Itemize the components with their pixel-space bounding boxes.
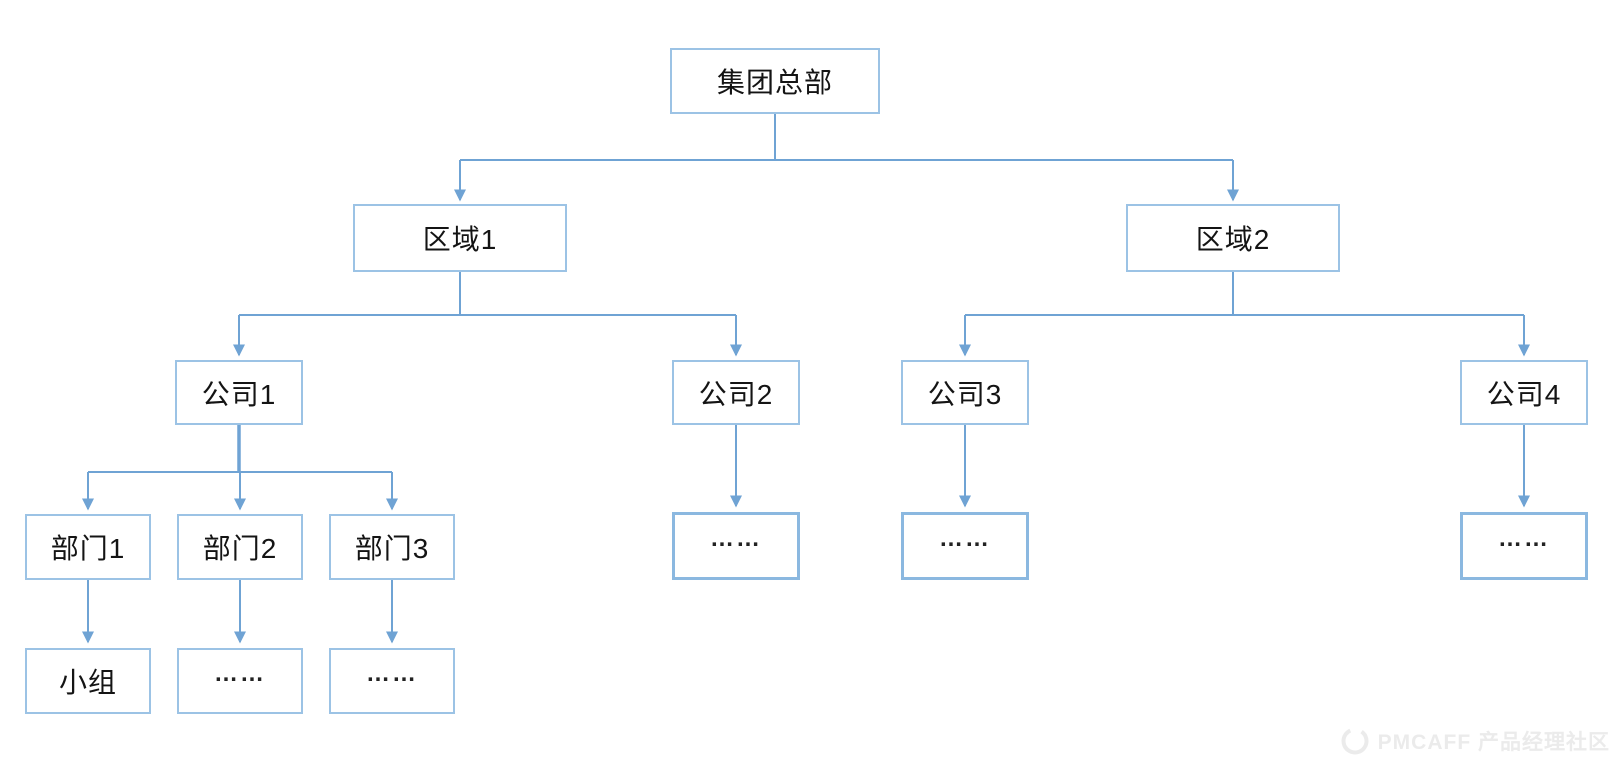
node-dept-2: 部门2 xyxy=(177,514,303,580)
node-company-4-more-label: …… xyxy=(1498,525,1550,552)
node-company-1: 公司1 xyxy=(175,360,303,425)
node-region-2-label: 区域2 xyxy=(1195,224,1271,255)
connector-companies-to-dots xyxy=(730,425,1530,508)
node-team: 小组 xyxy=(25,648,151,714)
node-group-hq-label: 集团总部 xyxy=(716,67,833,98)
node-company-2-more-label: …… xyxy=(710,525,762,552)
pmcaff-logo-icon xyxy=(1341,727,1369,755)
node-dept-2-label: 部门2 xyxy=(202,533,278,564)
node-company-4-label: 公司4 xyxy=(1486,378,1562,410)
node-dept-1-label: 部门1 xyxy=(50,533,126,564)
watermark: PMCAFF 产品经理社区 xyxy=(1340,726,1610,756)
node-region-1-label: 区域1 xyxy=(422,224,498,255)
node-company-4: 公司4 xyxy=(1460,360,1588,425)
connector-company1-to-depts xyxy=(82,425,398,511)
node-dept-1: 部门1 xyxy=(25,514,151,580)
connector-region1-to-companies xyxy=(233,272,742,357)
node-group-hq: 集团总部 xyxy=(670,48,880,114)
node-company-1-label: 公司1 xyxy=(201,378,277,410)
node-region-2: 区域2 xyxy=(1126,204,1340,272)
node-region-1: 区域1 xyxy=(353,204,567,272)
node-dept-3-more-label: …… xyxy=(366,660,418,687)
connector-depts-to-bottom xyxy=(82,580,398,644)
connector-region2-to-companies xyxy=(959,272,1530,357)
node-dept-2-more-label: …… xyxy=(214,660,266,687)
connector-hq-to-regions xyxy=(454,114,1239,202)
node-company-2-label: 公司2 xyxy=(698,378,774,410)
node-dept-3: 部门3 xyxy=(329,514,455,580)
node-company-3-more: …… xyxy=(901,512,1029,580)
node-company-3-label: 公司3 xyxy=(927,378,1003,410)
node-dept-3-more: …… xyxy=(329,648,455,714)
watermark-label: PMCAFF 产品经理社区 xyxy=(1377,731,1610,754)
node-company-2: 公司2 xyxy=(672,360,800,425)
node-dept-3-label: 部门3 xyxy=(354,533,430,564)
node-dept-2-more: …… xyxy=(177,648,303,714)
node-company-2-more: …… xyxy=(672,512,800,580)
node-team-label: 小组 xyxy=(58,667,117,698)
node-company-3: 公司3 xyxy=(901,360,1029,425)
node-company-4-more: …… xyxy=(1460,512,1588,580)
node-company-3-more-label: …… xyxy=(939,525,991,552)
